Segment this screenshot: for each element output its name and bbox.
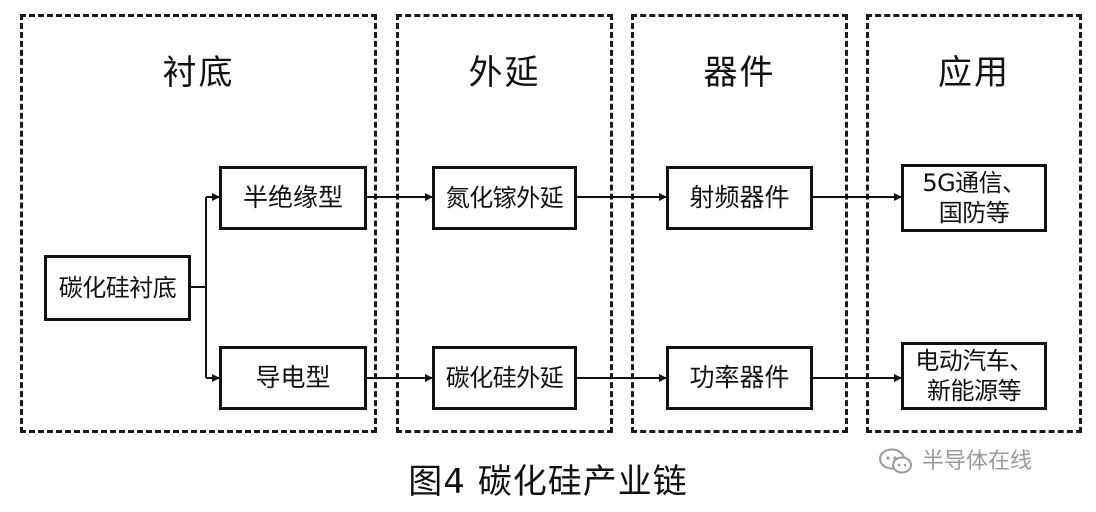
stage-panel-epitaxy: 外延 xyxy=(396,14,613,433)
stage-title-device: 器件 xyxy=(703,53,776,93)
stage-title-epitaxy: 外延 xyxy=(468,53,541,93)
node-semi-insulating: 半绝缘型 xyxy=(219,166,367,230)
stage-title-substrate: 衬底 xyxy=(162,53,235,93)
node-conductive: 导电型 xyxy=(219,346,367,410)
figure-caption: 图4 碳化硅产业链 xyxy=(408,462,688,502)
node-power-device: 功率器件 xyxy=(666,346,813,410)
node-sic-epitaxy: 碳化硅外延 xyxy=(432,346,577,410)
node-app-ev-new-energy: 电动汽车、 新能源等 xyxy=(901,342,1047,410)
node-sic-substrate: 碳化硅衬底 xyxy=(44,255,191,321)
watermark-text: 半导体在线 xyxy=(922,449,1033,474)
node-gan-epitaxy: 氮化镓外延 xyxy=(432,166,577,230)
node-rf-device: 射频器件 xyxy=(666,166,813,230)
watermark: 半导体在线 xyxy=(878,447,1032,477)
stage-panel-application: 应用 xyxy=(866,14,1082,433)
stage-title-application: 应用 xyxy=(938,53,1010,93)
node-app-5g-defense: 5G通信、 国防等 xyxy=(901,164,1047,232)
wechat-chat-bubbles-icon xyxy=(879,448,912,474)
stage-panel-device: 器件 xyxy=(631,14,848,433)
stage-panel-substrate: 衬底 xyxy=(20,14,377,433)
